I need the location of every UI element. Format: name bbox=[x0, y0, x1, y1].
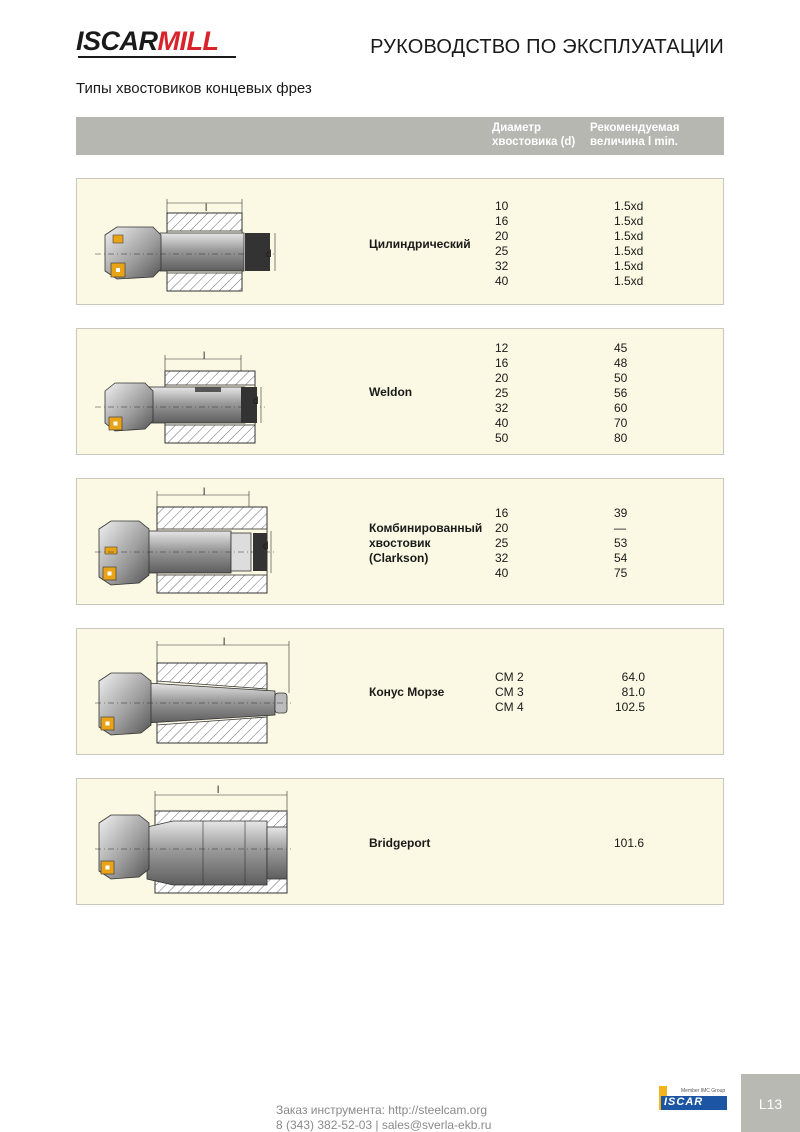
member-imc-text: Member IMC Group bbox=[681, 1088, 726, 1094]
shank-type-name: Комбинированный хвостовик (Clarkson) bbox=[369, 521, 483, 565]
bridgeport-shank-drawing bbox=[95, 791, 291, 894]
dim-label-l: l bbox=[217, 785, 220, 796]
dim-label-l: l bbox=[203, 487, 206, 498]
page-number: L13 bbox=[741, 1074, 800, 1132]
dim-label-l: l bbox=[203, 351, 206, 362]
shank-row-clarkson: l d Комбинированный хвостовик (Clarkson)… bbox=[76, 478, 724, 605]
morse-taper-shank-drawing bbox=[95, 641, 291, 744]
dim-label-l: l bbox=[223, 637, 226, 648]
footer-contacts[interactable]: 8 (343) 382-52-03 | sales@sverla-ekb.ru bbox=[276, 1118, 492, 1132]
diameter-values: CM 2 CM 3 CM 4 bbox=[495, 670, 524, 714]
dim-label-d: d bbox=[253, 396, 259, 407]
logo-text-mill: MILL bbox=[157, 26, 219, 56]
diameter-values: 10 16 20 25 32 40 bbox=[495, 199, 509, 288]
iscar-badge-wordmark: ISCAR bbox=[664, 1096, 704, 1108]
shank-type-name: Конус Морзе bbox=[369, 685, 445, 699]
length-values: 64.0 81.0 102.5 bbox=[614, 670, 645, 714]
shank-type-name: Bridgeport bbox=[369, 836, 431, 850]
col-header-diameter: Диаметр хвостовика (d) bbox=[492, 122, 576, 148]
shank-row-weldon: l d Weldon 12 16 20 25 32 40 50 45 48 50… bbox=[76, 328, 724, 455]
logo-underline bbox=[78, 56, 236, 58]
table-header: Диаметр хвостовика (d) Рекомендуемая вел… bbox=[76, 117, 724, 155]
clarkson-shank-drawing bbox=[95, 491, 275, 594]
length-values: 45 48 50 56 60 70 80 bbox=[614, 341, 628, 445]
weldon-shank-drawing bbox=[95, 355, 265, 444]
length-values: 1.5xd 1.5xd 1.5xd 1.5xd 1.5xd 1.5xd bbox=[614, 199, 644, 288]
shank-type-name: Цилиндрический bbox=[369, 237, 471, 251]
iscarmill-logo: ISCARMILL bbox=[76, 28, 219, 55]
iscar-badge-logo bbox=[659, 1086, 727, 1110]
shank-row-cylindrical: l d Цилиндрический 10 16 20 25 32 40 1.5… bbox=[76, 178, 724, 305]
shank-row-morse-taper: l Конус Морзе CM 2 CM 3 CM 4 64.0 81.0 1… bbox=[76, 628, 724, 755]
col-header-length: Рекомендуемая величина l min. bbox=[590, 122, 680, 148]
shank-row-bridgeport: l Bridgeport 101.6 bbox=[76, 778, 724, 905]
dim-label-d: d bbox=[266, 249, 272, 260]
page-title: РУКОВОДСТВО ПО ЭКСПЛУАТАЦИИ bbox=[370, 36, 724, 58]
shank-type-name: Weldon bbox=[369, 385, 413, 399]
cylindrical-shank-drawing bbox=[95, 199, 276, 292]
footer-order-link[interactable]: Заказ инструмента: http://steelcam.org bbox=[276, 1103, 488, 1117]
dim-label-l: l bbox=[205, 203, 208, 214]
diameter-values: 12 16 20 25 32 40 50 bbox=[495, 341, 509, 445]
length-values: 101.6 bbox=[614, 836, 645, 850]
section-title: Типы хвостовиков концевых фрез bbox=[76, 80, 312, 97]
logo-text-iscar: ISCAR bbox=[76, 26, 158, 56]
dim-label-d: d bbox=[263, 541, 269, 552]
diameter-values: 16 20 25 32 40 bbox=[495, 506, 509, 580]
length-values: 39 — 53 54 75 bbox=[614, 506, 628, 580]
